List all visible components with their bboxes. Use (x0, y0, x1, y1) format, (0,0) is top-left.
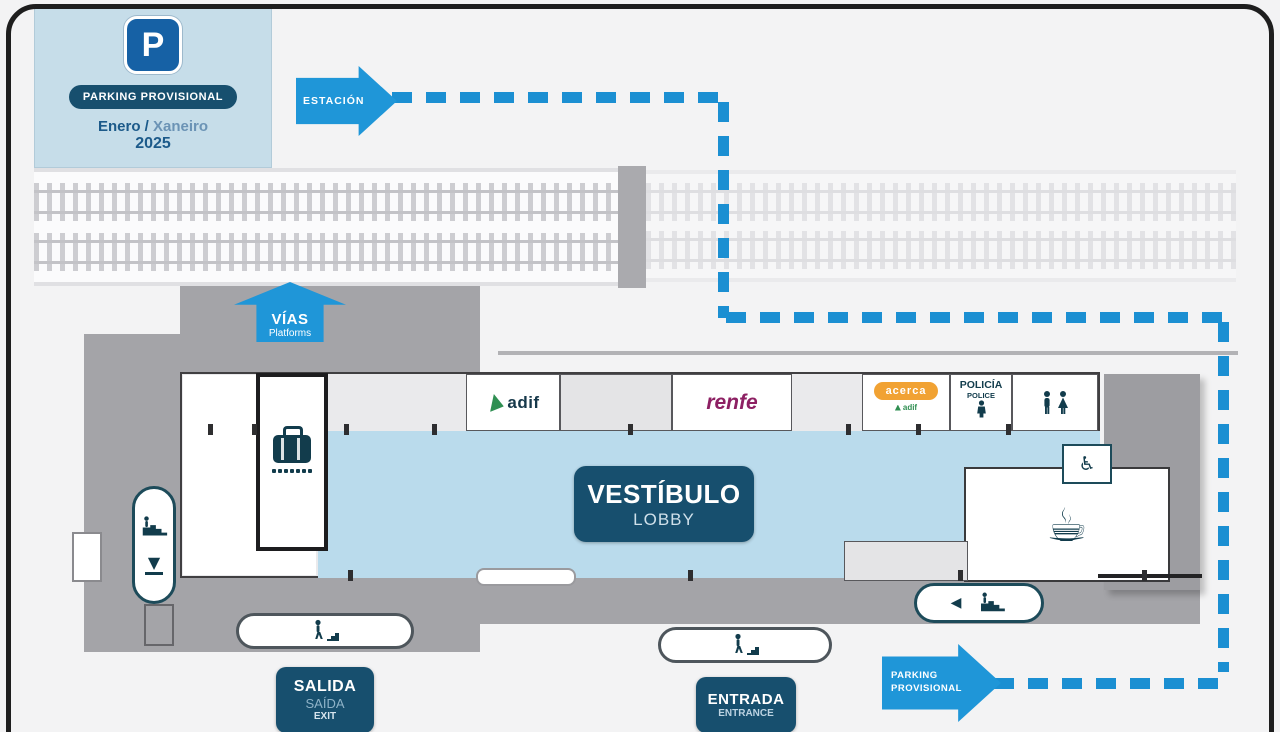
adif-logo-text: adif (507, 392, 540, 412)
track-1 (34, 183, 622, 222)
escalator-right: ◀ (914, 583, 1044, 623)
parking-year: 2025 (135, 135, 171, 152)
cafeteria: ☕ (964, 467, 1170, 582)
luggage-dots (271, 469, 313, 473)
stairs-person-icon (735, 633, 759, 655)
door-tick (432, 424, 437, 435)
stair-stub (144, 604, 174, 646)
renfe-logo-text: renfe (706, 390, 758, 414)
entrance-stairs (658, 627, 832, 663)
door-tick (628, 424, 633, 435)
month-gl: Xaneiro (153, 118, 209, 135)
renfe-office: renfe (672, 374, 792, 431)
left-wall-notch (72, 532, 102, 582)
police-officer-icon (976, 400, 986, 418)
escalator-icon (979, 592, 1006, 612)
exit-stairs (236, 613, 414, 649)
toilets-room (1012, 374, 1098, 431)
accessible-toilet: ♿ (1062, 444, 1112, 484)
route-dash-top (392, 92, 722, 103)
door-tick (958, 570, 963, 581)
parking-icon: P (124, 16, 182, 74)
route-dash-down-1 (718, 102, 729, 318)
month-es: Enero (97, 118, 141, 135)
adif-logo-icon (485, 393, 505, 413)
platform-area (180, 282, 480, 376)
front-door (476, 568, 576, 586)
railway-tracks (34, 168, 622, 286)
adif-mini-icon (894, 404, 901, 411)
suitcase-icon (273, 426, 311, 463)
exit-sign: SALIDA SAÍDA EXIT (276, 667, 374, 732)
railway-tracks-faded (646, 170, 1236, 282)
platform-edge-line (498, 351, 1238, 355)
escalator-left: ▼ (132, 486, 176, 604)
unlabeled-room (560, 374, 672, 431)
acerca-adif-mark: adif (894, 403, 917, 412)
police-label-es: POLICÍA (959, 379, 1003, 391)
track-2 (34, 232, 622, 271)
track-1-faded (646, 183, 1236, 222)
coffee-cup-icon: ☕ (1046, 497, 1088, 552)
door-tick (1006, 424, 1011, 435)
left-arrow-icon: ◀ (950, 595, 962, 611)
parking-title: PARKING PROVISIONAL (68, 85, 238, 109)
police-office: POLICÍA POLICE (950, 374, 1012, 431)
police-label-en: POLICE (967, 391, 995, 400)
door-tick (208, 424, 213, 435)
down-arrow-icon: ▼ (145, 555, 163, 575)
route-dash-mid (726, 312, 1226, 323)
route-dash-bottom (994, 678, 1224, 689)
door-tick (688, 570, 693, 581)
parking-provisional-card: P PARKING PROVISIONAL Enero / Xaneiro 20… (34, 6, 272, 168)
door-tick (916, 424, 921, 435)
door-tick (846, 424, 851, 435)
front-apron (478, 578, 1200, 624)
track-2-faded (646, 230, 1236, 269)
adif-office: adif (466, 374, 560, 431)
lobby-sign: VESTÍBULO LOBBY (574, 466, 754, 542)
luggage-room (256, 373, 328, 551)
door-tick (1142, 570, 1147, 581)
parking-date: Enero / Xaneiro (97, 118, 209, 135)
wheelchair-icon: ♿ (1078, 453, 1096, 475)
track-divider (618, 166, 646, 288)
escalator-icon (140, 516, 168, 536)
acerca-logo: acerca (873, 382, 939, 400)
stairs-person-icon (315, 619, 339, 641)
small-room (844, 541, 968, 581)
entrance-sign: ENTRADA ENTRANCE (696, 677, 796, 732)
door-tick (344, 424, 349, 435)
door-tick (252, 424, 257, 435)
front-wall-line (1098, 574, 1202, 578)
toilets-icon (1044, 390, 1068, 414)
acerca-shop: acerca adif (862, 374, 950, 431)
station-direction-arrow: ESTACIÓN (296, 66, 397, 136)
route-dash-right (1218, 322, 1229, 672)
door-tick (348, 570, 353, 581)
parking-direction-arrow: PARKING PROVISIONAL (882, 644, 1001, 722)
